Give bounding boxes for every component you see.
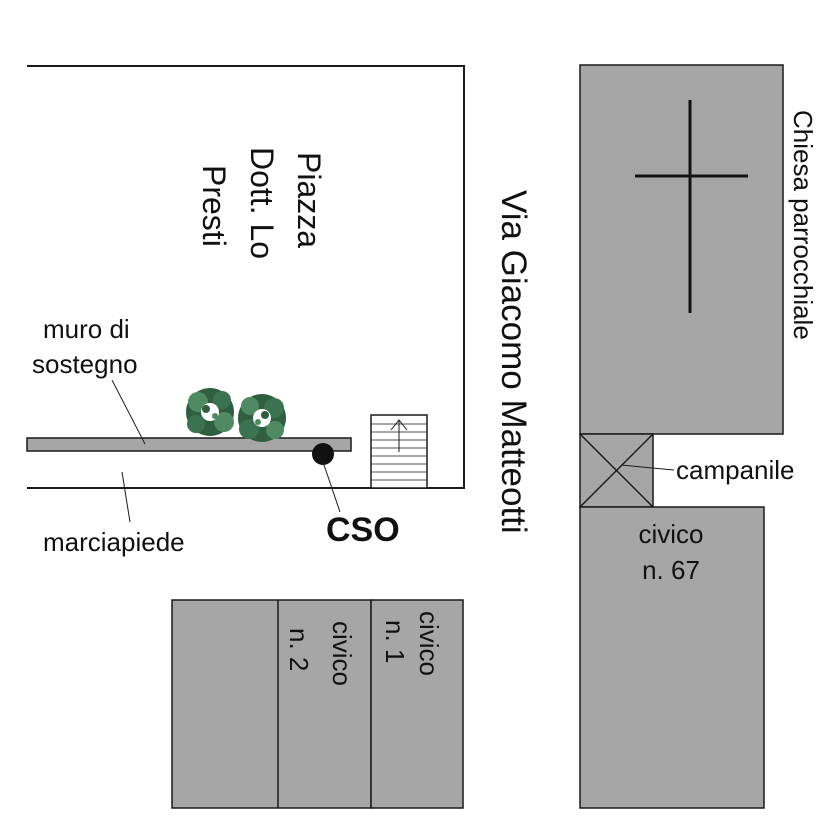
- building-civico-2: [171, 599, 372, 809]
- piazza-label-line1: Piazza: [291, 152, 327, 248]
- piazza-outline: [27, 65, 465, 489]
- x-box-icon: [579, 433, 654, 508]
- cross-icon: [635, 100, 748, 313]
- street-label: Via Giacomo Matteotti: [494, 190, 533, 534]
- bush-icon: [238, 394, 286, 442]
- wall-label-line2: sostegno: [32, 349, 138, 379]
- piazza-label-line2: Dott. Lo: [244, 147, 280, 259]
- building-civico-1: [370, 599, 464, 809]
- dot-icon: [312, 443, 334, 465]
- civico-1-label-line2: n. 1: [380, 620, 410, 663]
- bell-tower-leader-line: [620, 464, 675, 471]
- civico-2-label-line2: n. 2: [284, 628, 314, 671]
- building-civico-67: [579, 506, 765, 809]
- stairs-arrow-icon: [370, 414, 428, 489]
- retaining-wall: [26, 437, 352, 452]
- wall-leader-line: [111, 379, 146, 445]
- bell-tower-label: campanile: [676, 455, 795, 485]
- piazza-label-line3: Presti: [196, 165, 232, 247]
- civico-1-label-line1: civico: [414, 611, 444, 676]
- sidewalk-label: marciapiede: [43, 527, 185, 557]
- sidewalk-leader-line: [121, 471, 131, 523]
- cso-leader-line: [322, 461, 341, 513]
- civico-67-label-line2: n. 67: [642, 555, 700, 585]
- church-label: Chiesa parrocchiale: [788, 110, 818, 340]
- civico-67-label-line1: civico: [638, 519, 703, 549]
- bush-icon: [186, 388, 234, 436]
- civico-2-label-line1: civico: [327, 621, 357, 686]
- wall-label-line1: muro di: [43, 314, 130, 344]
- cso-label: CSO: [326, 511, 400, 549]
- church-building: [579, 64, 784, 435]
